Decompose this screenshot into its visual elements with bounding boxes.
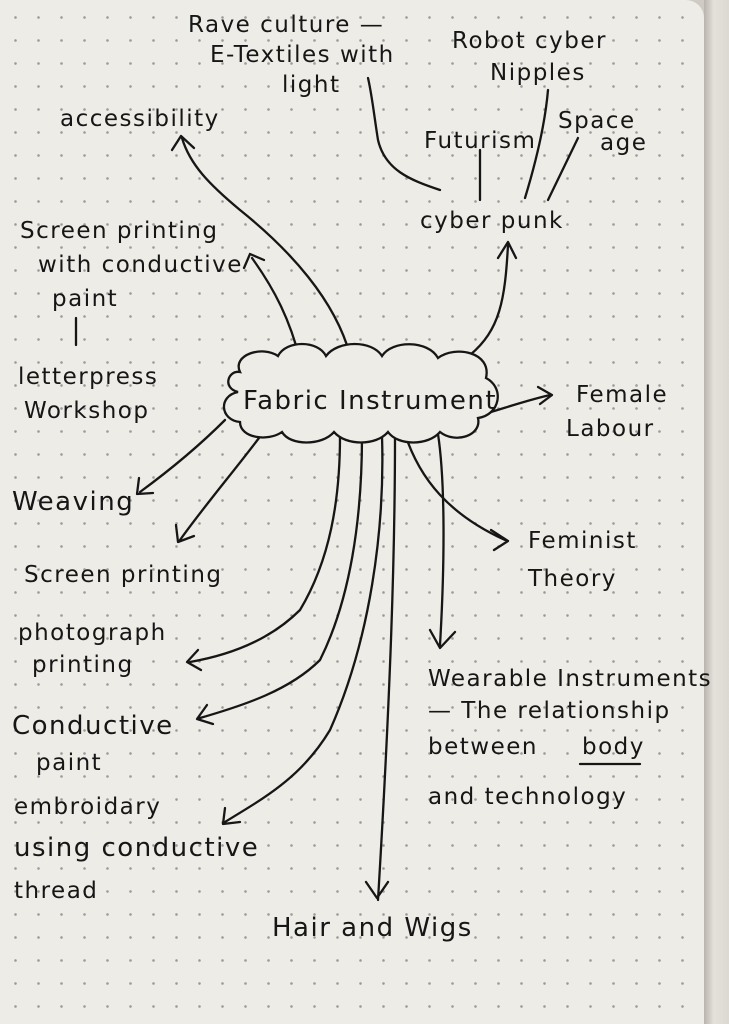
node-space-line2: age xyxy=(600,130,647,156)
node-hair: Hair and Wigs xyxy=(272,913,473,943)
node-cyberpunk: cyber punk xyxy=(420,208,564,234)
connector-cyberpunk xyxy=(468,243,510,357)
center-node-label: Fabric Instrument xyxy=(243,386,497,416)
node-feminist-line2: Theory xyxy=(527,566,617,592)
arrowhead-embroidery xyxy=(221,806,242,826)
connector-conductive-paint xyxy=(198,434,364,720)
connectors xyxy=(74,76,580,902)
arrowhead-female-labour xyxy=(536,385,554,406)
connector-accessibility xyxy=(180,136,352,357)
dotted-paper xyxy=(0,0,704,1024)
node-feminist-line1: Feminist xyxy=(528,528,637,554)
node-futurism: Futurism xyxy=(424,128,536,154)
arrowhead-weaving xyxy=(135,476,155,496)
arrowhead-screen-printing xyxy=(174,523,196,544)
connector-robot xyxy=(523,88,550,200)
node-wearable-line4: and technology xyxy=(428,784,627,810)
arrowhead-cyberpunk xyxy=(496,240,518,260)
node-photograph-line1: photograph xyxy=(18,620,167,646)
node-embroidery-line1: embroidary xyxy=(14,794,161,820)
node-robot-line2: Nipples xyxy=(490,60,586,86)
node-wearable-line2: — The relationship xyxy=(428,698,671,724)
connector-hair xyxy=(376,434,397,902)
node-space-line1: Space xyxy=(558,108,636,134)
arrowhead-feminist xyxy=(489,528,510,552)
connector-rave xyxy=(366,76,442,192)
connector-embroidery xyxy=(223,434,384,824)
node-female-labour-line2: Labour xyxy=(566,416,655,442)
arrowhead-photograph xyxy=(185,648,203,672)
connector-space xyxy=(546,136,580,202)
node-screen-printing: Screen printing xyxy=(24,562,223,588)
branch-labels: accessibility Rave culture — E-Textiles … xyxy=(12,12,712,943)
cloud-outline xyxy=(222,342,499,444)
next-page-edge xyxy=(704,0,729,1024)
node-screenprint-conductive-line1: Screen printing xyxy=(20,218,219,244)
node-wearable-line3a: between xyxy=(428,734,538,760)
node-embroidery-line3: thread xyxy=(14,878,98,904)
node-embroidery-line2: using conductive xyxy=(14,833,259,863)
node-conductive-paint-line2: paint xyxy=(36,750,102,776)
node-photograph-line2: printing xyxy=(32,652,134,678)
arrowhead-wearable xyxy=(428,628,457,650)
node-weaving: Weaving xyxy=(12,487,134,517)
node-robot-line1: Robot cyber xyxy=(452,28,607,54)
connector-screen-printing xyxy=(178,432,264,542)
arrowhead-accessibility xyxy=(170,134,196,152)
node-screenprint-conductive-line2: with conductive xyxy=(38,252,243,278)
node-wearable-line3b: body xyxy=(582,734,645,760)
connector-wearable xyxy=(436,432,445,647)
arrowhead-hair xyxy=(364,880,390,900)
node-rave-line1: Rave culture — xyxy=(188,12,384,38)
arrowhead-screenprint-conductive xyxy=(242,252,266,270)
node-female-labour-line1: Female xyxy=(576,382,668,408)
connector-feminist xyxy=(403,432,507,542)
node-rave-line2: E-Textiles with xyxy=(210,42,395,68)
node-letterpress-line2: Workshop xyxy=(24,398,149,424)
node-letterpress-line1: letterpress xyxy=(18,364,158,390)
arrowhead-conductive-paint xyxy=(195,703,215,726)
node-wearable-line1: Wearable Instruments xyxy=(428,666,712,692)
node-screenprint-conductive-line3: paint xyxy=(52,286,118,312)
node-rave-line3: light xyxy=(282,72,340,98)
node-conductive-paint-line1: Conductive xyxy=(12,711,174,741)
center-cloud: Fabric Instrument xyxy=(222,342,499,444)
node-accessibility: accessibility xyxy=(60,106,220,132)
connector-photograph xyxy=(188,434,342,664)
connector-weaving xyxy=(138,418,227,494)
